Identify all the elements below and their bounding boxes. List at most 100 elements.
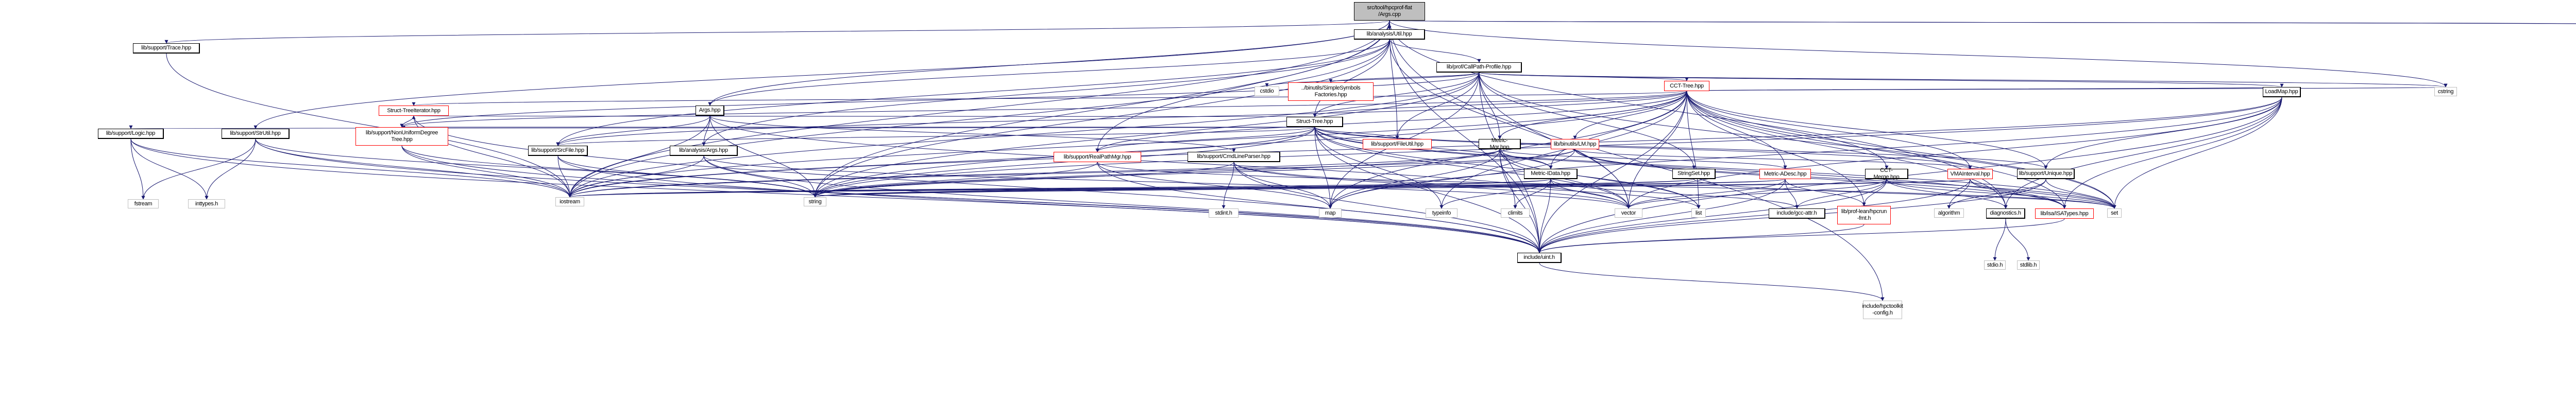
edge-analysis-util-to-analysis-args (702, 39, 1390, 146)
edge-root-to-iostream (568, 20, 1390, 198)
edge-trace-to-iostream (166, 53, 572, 198)
node-typeinfo: typeinfo (1426, 208, 1458, 218)
edge-metric-adesc-to-gccattr (1785, 179, 1799, 209)
edge-metric-mgr-to-uint (1499, 149, 1541, 253)
node-trace[interactable]: lib/support/Trace.hpp (133, 43, 200, 54)
edge-srcfile-to-string (557, 155, 817, 198)
edge-struct-tree-to-realpathmgr (1095, 127, 1315, 152)
edge-root-to-systypes (1389, 20, 2576, 24)
edge-uint-to-hpctoolkit-config (1539, 262, 1885, 301)
edge-callpath-profile-to-struct-tree (1313, 72, 1480, 117)
edge-strutil-to-iostream (255, 138, 572, 198)
edge-callpath-profile-to-loadmap (1479, 72, 2283, 87)
edge-cct-tree-to-struct-treeiter (412, 91, 1687, 106)
node-metric-adesc[interactable]: Metric-ADesc.hpp (1759, 169, 1811, 179)
edge-cct-tree-to-string (813, 91, 1687, 198)
edge-metric-idata-to-climits (1513, 179, 1551, 209)
edge-struct-tree-to-unique (1314, 127, 2048, 169)
node-binutils-lm[interactable]: lib/binutils/LM.hpp (1551, 139, 1599, 149)
edge-struct-tree-to-uint (1314, 127, 1541, 253)
edge-callpath-profile-to-cstring (1479, 72, 2447, 87)
node-climits: climits (1501, 208, 1530, 218)
node-set: set (2107, 208, 2122, 218)
edge-struct-tree-to-struct-treeiter (413, 115, 1315, 119)
edge-cct-tree-to-unique (1686, 91, 2048, 169)
edge-realpathmgr-to-set (1097, 162, 2116, 209)
node-fileutil[interactable]: lib/support/FileUtil.hpp (1363, 139, 1432, 149)
node-logic[interactable]: lib/support/Logic.hpp (98, 129, 164, 139)
node-metric-mgr[interactable]: Metric-Mgr.hpp (1479, 137, 1521, 150)
node-vmainterval[interactable]: VMAInterval.hpp (1947, 169, 1993, 179)
edge-args-hpp-to-srcfile (556, 115, 710, 146)
edge-callpath-profile-to-metric-mgr (1479, 72, 1502, 139)
node-unique[interactable]: lib/support/Unique.hpp (2017, 169, 2075, 179)
edge-loadmap-to-set (2112, 97, 2282, 209)
edge-cct-tree-to-binutils-lm (1573, 91, 1687, 139)
edge-unique-to-set (2045, 179, 2116, 209)
edge-struct-tree-to-logic (130, 125, 1315, 129)
edge-cct-merge-to-vector (1626, 179, 1887, 209)
edge-vmainterval-to-uint (1537, 179, 1971, 253)
edge-cct-tree-to-struct-tree (1313, 91, 1687, 117)
node-analysis-args[interactable]: lib/analysis/Args.hpp (670, 146, 738, 156)
edge-struct-tree-to-vmainterval (1314, 127, 1972, 169)
node-struct-treeiter[interactable]: Struct-TreeIterator.hpp (379, 106, 449, 116)
node-cmdlineparser[interactable]: lib/support/CmdLineParser.hpp (1188, 152, 1280, 162)
node-struct-tree[interactable]: Struct-Tree.hpp (1286, 117, 1343, 127)
edge-cct-tree-to-hpcrunfmt (1686, 91, 1866, 206)
edge-metric-mgr-to-climits (1499, 149, 1517, 209)
edge-root-to-string (813, 20, 1390, 198)
node-list: list (1691, 208, 1706, 218)
edge-metric-mgr-to-metric-adesc (1499, 149, 1787, 169)
node-isatypes[interactable]: lib/isa/ISATypes.hpp (2035, 208, 2094, 219)
edge-cct-tree-to-set (1686, 91, 2116, 209)
node-metric-idata[interactable]: Metric-IData.hpp (1524, 169, 1578, 179)
edge-analysis-util-to-iostream (568, 39, 1390, 198)
node-stdlib: stdlib.h (2017, 260, 2040, 270)
node-analysis-util[interactable]: lib/analysis/Util.hpp (1354, 29, 1425, 40)
edge-logic-to-inttypes (130, 138, 209, 200)
edge-cct-tree-to-metric-adesc (1686, 91, 1787, 169)
node-stringset[interactable]: StringSet.hpp (1672, 169, 1716, 179)
node-map: map (1319, 208, 1342, 218)
edge-analysis-args-to-iostream (568, 155, 704, 198)
node-iostream: iostream (555, 197, 584, 206)
edge-loadmap-to-unique (2044, 97, 2282, 169)
edge-cct-tree-to-srcfile (556, 91, 1687, 146)
node-callpath-profile[interactable]: lib/prof/CallPath-Profile.hpp (1436, 62, 1522, 73)
node-realpathmgr[interactable]: lib/support/RealPathMgr.hpp (1054, 152, 1141, 162)
node-inttypes: inttypes.h (188, 199, 225, 208)
node-cct-merge[interactable]: CCT-Merge.hpp (1865, 167, 1908, 180)
edge-callpath-profile-to-cstdio (1265, 72, 1480, 87)
edge-analysis-args-to-uint (703, 155, 1541, 253)
edge-vmainterval-to-string (814, 179, 1971, 198)
node-strutil[interactable]: lib/support/StrUtil.hpp (222, 129, 290, 139)
edge-struct-tree-to-srcfile (556, 127, 1315, 146)
node-cstdio: cstdio (1255, 86, 1279, 96)
node-gccattr[interactable]: include/gcc-attr.h (1769, 208, 1825, 219)
node-simplesym[interactable]: ../binutils/SimpleSymbols Factories.hpp (1288, 82, 1374, 101)
node-vector: vector (1615, 208, 1642, 218)
edge-binutils-lm-to-isatypes (1574, 149, 2066, 209)
node-diagnostics[interactable]: diagnostics.h (1986, 208, 2025, 219)
edge-logic-to-fstream (130, 138, 145, 200)
node-srcfile[interactable]: lib/support/SrcFile.hpp (528, 146, 588, 156)
node-algorithm: algorithm (1934, 208, 1964, 218)
node-cct-tree[interactable]: CCT-Tree.hpp (1664, 81, 1709, 91)
edge-callpath-profile-to-string (813, 72, 1480, 198)
edge-nonuniform-to-uint (401, 145, 1541, 253)
node-nonuniform[interactable]: lib/support/NonUniformDegree Tree.hpp (355, 127, 448, 146)
edge-struct-tree-to-string (813, 127, 1315, 198)
node-stdio: stdio.h (1984, 260, 2006, 270)
edge-cct-merge-to-uint (1537, 179, 1887, 253)
node-hpcrunfmt[interactable]: lib/prof-lean/hpcrun -fmt.h (1837, 206, 1891, 224)
node-uint[interactable]: include/uint.h (1517, 253, 1562, 263)
edge-loadmap-to-isatypes (2062, 97, 2282, 209)
edge-root-to-hpctoolkit-config (1389, 20, 1885, 301)
node-loadmap[interactable]: LoadMap.hpp (2263, 87, 2301, 97)
edge-loadmap-to-string (813, 97, 2282, 198)
node-args-hpp[interactable]: Args.hpp (696, 106, 724, 116)
edge-struct-tree-to-fileutil (1314, 127, 1399, 139)
node-stdint: stdint.h (1209, 208, 1239, 218)
